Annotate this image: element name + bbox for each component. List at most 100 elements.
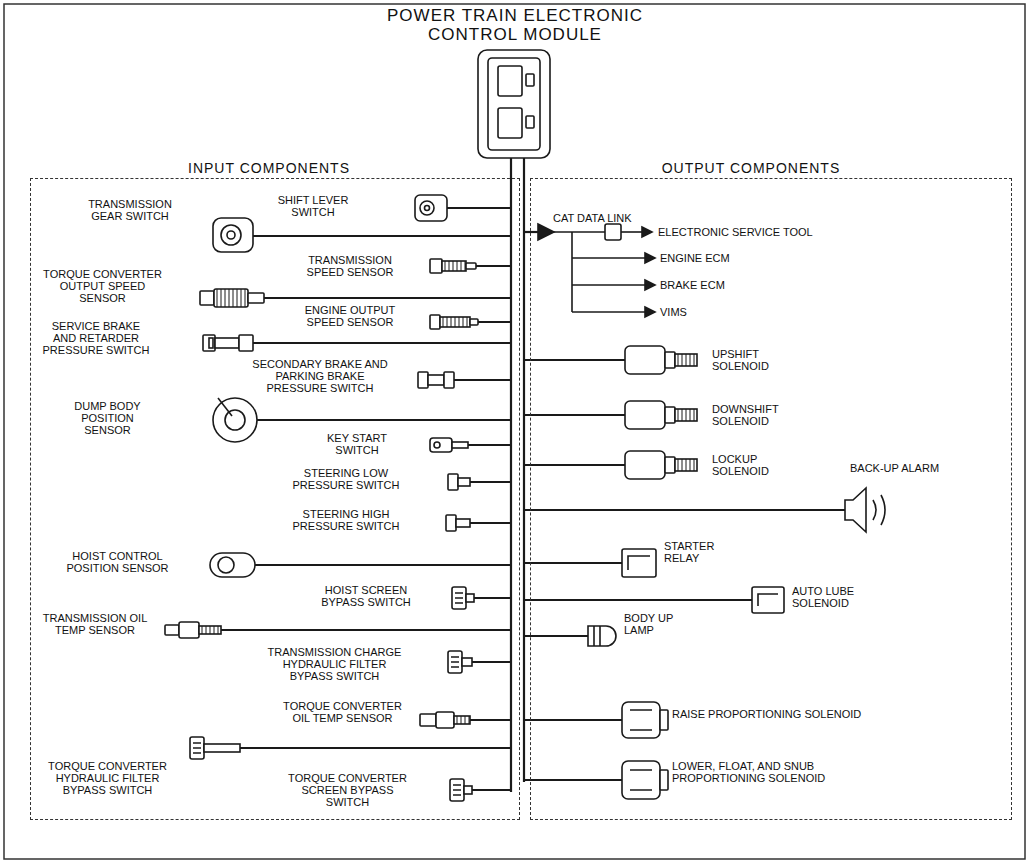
thread-line bbox=[443, 317, 444, 327]
component-symbol bbox=[204, 744, 240, 752]
wire bbox=[524, 719, 622, 721]
thread-line bbox=[445, 261, 446, 271]
sound-wave bbox=[873, 500, 876, 520]
thread-line bbox=[233, 289, 234, 307]
relay-symbol bbox=[622, 549, 656, 577]
component-symbol bbox=[454, 716, 470, 724]
wire bbox=[472, 661, 511, 663]
thread-line bbox=[225, 289, 226, 307]
solenoid-symbol bbox=[625, 401, 665, 429]
thread-line bbox=[210, 626, 211, 634]
solenoid-symbol bbox=[675, 354, 697, 366]
component-label: ELECTRONIC SERVICE TOOL bbox=[658, 226, 898, 238]
component-symbol bbox=[448, 651, 462, 673]
thread-line bbox=[690, 459, 691, 471]
arrowhead bbox=[645, 280, 655, 290]
component-label: TRANSMISSION CHARGE HYDRAULIC FILTER BYP… bbox=[262, 646, 407, 682]
thread-line bbox=[457, 716, 458, 724]
wire bbox=[524, 635, 588, 637]
wire bbox=[474, 597, 511, 599]
arrowhead bbox=[645, 307, 655, 317]
wire bbox=[264, 297, 511, 299]
component-label: STARTER RELAY bbox=[664, 540, 734, 564]
thread-line bbox=[694, 459, 695, 471]
wire bbox=[470, 522, 511, 524]
component-symbol bbox=[464, 786, 472, 794]
solenoid-symbol bbox=[675, 409, 697, 421]
thread-line bbox=[461, 261, 462, 271]
component-symbol bbox=[430, 259, 442, 273]
component-symbol bbox=[190, 737, 204, 759]
thread-line bbox=[694, 409, 695, 421]
component-symbol bbox=[448, 474, 458, 490]
ecm-panel bbox=[488, 58, 540, 150]
thread-line bbox=[694, 354, 695, 366]
component-symbol bbox=[428, 375, 444, 385]
component-label: TORQUE CONVERTER HYDRAULIC FILTER BYPASS… bbox=[45, 760, 170, 796]
solenoid-detail bbox=[630, 770, 652, 790]
data-link-wire bbox=[554, 231, 605, 233]
data-link-wire bbox=[572, 311, 645, 313]
thread-line bbox=[682, 409, 683, 421]
component-label: CAT DATA LINK bbox=[553, 212, 673, 224]
switch-detail bbox=[451, 657, 459, 667]
component-symbol bbox=[466, 594, 474, 602]
thread-line bbox=[690, 409, 691, 421]
wire bbox=[478, 321, 511, 323]
component-symbol bbox=[209, 338, 213, 348]
component-symbol bbox=[458, 478, 470, 486]
component-symbol bbox=[442, 261, 466, 271]
wire bbox=[524, 464, 625, 466]
component-symbol bbox=[210, 553, 255, 577]
component-label: DOWNSHIFT SOLENOID bbox=[712, 403, 792, 427]
wire bbox=[253, 235, 511, 237]
wire bbox=[468, 444, 511, 446]
component-label: AUTO LUBE SOLENOID bbox=[792, 585, 876, 609]
component-symbol bbox=[444, 372, 454, 388]
wire bbox=[240, 747, 511, 749]
component-symbol bbox=[221, 225, 241, 245]
data-link-connector bbox=[605, 224, 621, 240]
component-label: DUMP BODY POSITION SENSOR bbox=[70, 400, 145, 436]
thread-line bbox=[678, 409, 679, 421]
component-symbol bbox=[248, 293, 264, 303]
ecm-connector-tab bbox=[526, 116, 534, 128]
thread-line bbox=[682, 459, 683, 471]
thread-line bbox=[245, 289, 246, 307]
thread-line bbox=[206, 626, 207, 634]
thread-line bbox=[678, 354, 679, 366]
component-label: LOWER, FLOAT, AND SNUB PROPORTIONING SOL… bbox=[672, 760, 867, 784]
component-label: BODY UP LAMP bbox=[624, 612, 686, 636]
thread-line bbox=[221, 289, 222, 307]
solenoid-symbol bbox=[622, 702, 660, 738]
solenoid-symbol bbox=[625, 451, 665, 479]
thread-line bbox=[455, 317, 456, 327]
component-label: TORQUE CONVERTER SCREEN BYPASS SWITCH bbox=[285, 772, 410, 808]
component-symbol bbox=[179, 622, 199, 638]
thread-line bbox=[469, 716, 470, 724]
solenoid-symbol bbox=[675, 459, 697, 471]
thread-line bbox=[467, 317, 468, 327]
component-symbol bbox=[425, 206, 430, 211]
component-label: TRANSMISSION GEAR SWITCH bbox=[80, 198, 180, 222]
switch-detail bbox=[193, 743, 201, 753]
solenoid-symbol bbox=[660, 770, 668, 790]
solenoid-detail bbox=[630, 710, 652, 730]
data-link-wire bbox=[621, 231, 642, 233]
component-symbol bbox=[430, 438, 452, 452]
sound-wave bbox=[881, 495, 885, 525]
component-label: LOCKUP SOLENOID bbox=[712, 453, 792, 477]
wire bbox=[454, 379, 511, 381]
wire bbox=[524, 779, 622, 781]
solenoid-symbol bbox=[665, 407, 675, 423]
component-label: ENGINE OUTPUT SPEED SENSOR bbox=[300, 304, 400, 328]
thread-line bbox=[461, 716, 462, 724]
thread-line bbox=[237, 289, 238, 307]
component-symbol bbox=[203, 335, 215, 351]
component-label: TRANSMISSION OIL TEMP SENSOR bbox=[35, 612, 155, 636]
component-label: SHIFT LEVER SWITCH bbox=[268, 194, 358, 218]
solenoid-symbol bbox=[665, 352, 675, 368]
solenoid-detail bbox=[758, 594, 778, 606]
component-label: STEERING HIGH PRESSURE SWITCH bbox=[290, 508, 402, 532]
diagram-title: POWER TRAIN ELECTRONIC CONTROL MODULE bbox=[365, 6, 665, 44]
